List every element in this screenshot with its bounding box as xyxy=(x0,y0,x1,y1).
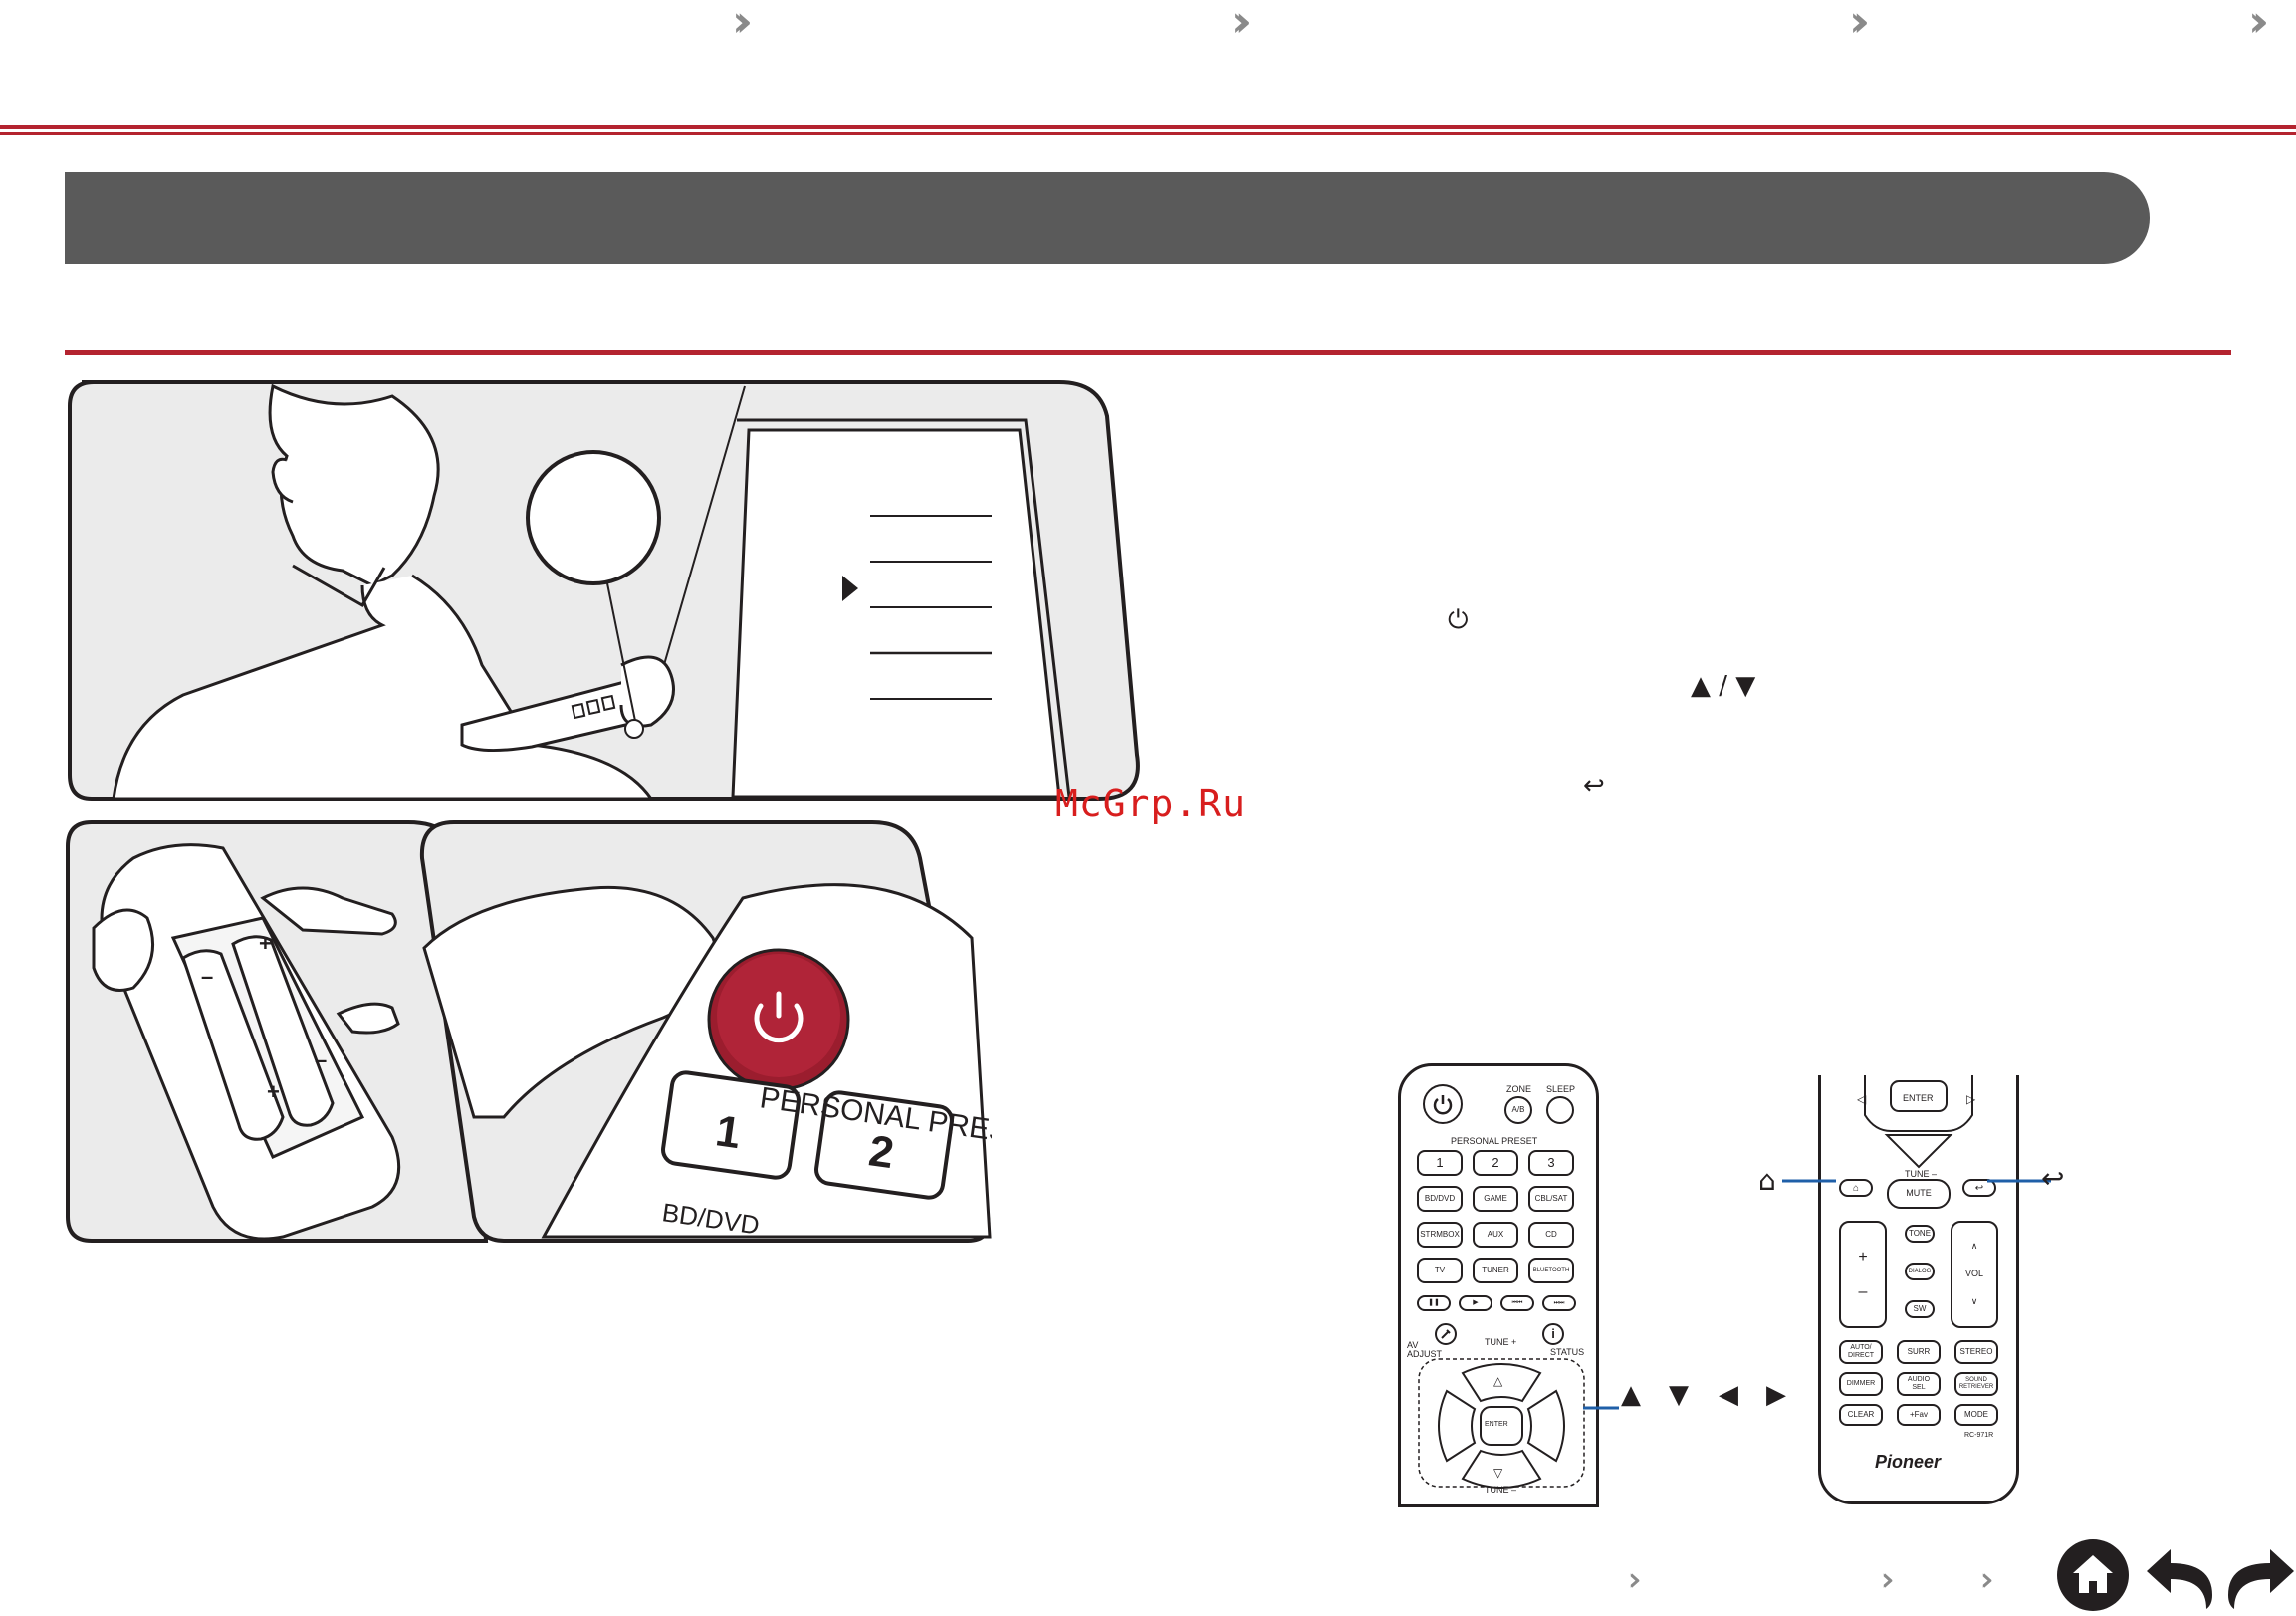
input-tuner[interactable]: TUNER xyxy=(1473,1258,1518,1283)
arrow-right-icon: ▶ xyxy=(1766,1380,1786,1410)
sw-button[interactable]: SW xyxy=(1905,1300,1935,1318)
tune-plus-label: TUNE + xyxy=(1485,1337,1517,1347)
mode-stereo[interactable]: STEREO xyxy=(1954,1340,1998,1364)
mode-audio-sel[interactable]: AUDIO SEL xyxy=(1897,1372,1941,1396)
mode-sound-retriever[interactable]: SOUND RETRIEVER xyxy=(1954,1372,1998,1396)
battery-plus-label-2: + xyxy=(267,1079,280,1104)
svg-text:△: △ xyxy=(1493,1374,1503,1388)
input-aux[interactable]: AUX xyxy=(1473,1222,1518,1248)
status-button[interactable]: i xyxy=(1542,1323,1564,1345)
illustration-person-tv xyxy=(68,380,1140,801)
nav-chevron-icon[interactable]: ›› xyxy=(1231,0,1253,47)
right-remote-dpad-partial[interactable]: ◁ ▷ xyxy=(1835,1075,2002,1171)
arrow-left-icon: ◀ xyxy=(1719,1380,1738,1410)
av-adjust-label: AV ADJUST xyxy=(1407,1340,1443,1359)
callout-lines xyxy=(1782,1179,2051,1183)
watermark: McGrp.Ru xyxy=(1055,782,1247,825)
right-enter-label: ENTER xyxy=(1903,1093,1934,1103)
mute-button[interactable]: MUTE xyxy=(1887,1179,1951,1209)
nav-chevron-icon[interactable]: ›› xyxy=(732,0,754,47)
preset-1-button[interactable]: 1 xyxy=(1417,1150,1463,1176)
header-rule xyxy=(0,125,2296,135)
power-button[interactable] xyxy=(1423,1084,1463,1124)
arrow-down-icon: ▼ xyxy=(1669,1380,1689,1410)
up-down-arrows-icon: ▲ / ▼ xyxy=(1691,671,1756,701)
vol-down-icon: ∨ xyxy=(1970,1295,1978,1306)
section-title-bar xyxy=(65,172,2150,264)
status-label: STATUS xyxy=(1550,1347,1585,1357)
input-strmbox[interactable]: STRMBOX xyxy=(1417,1222,1463,1248)
dpad[interactable]: △ ▽ xyxy=(1417,1351,1586,1501)
mode-dimmer[interactable]: DIMMER xyxy=(1839,1372,1883,1396)
pause-button[interactable]: ❚❚ xyxy=(1417,1295,1451,1311)
input-cbl-sat[interactable]: CBL/SAT xyxy=(1528,1186,1574,1212)
tune-minus-label: TUNE – xyxy=(1485,1485,1517,1495)
mode-clear[interactable]: CLEAR xyxy=(1839,1404,1883,1426)
preset-2-button[interactable]: 2 xyxy=(1473,1150,1518,1176)
battery-minus-label: – xyxy=(201,964,213,989)
vol-label: VOL xyxy=(1964,1269,1983,1279)
home-icon: ⌂ xyxy=(1758,1164,1776,1197)
brand-logo: Pioneer xyxy=(1875,1452,1942,1472)
input-tv[interactable]: TV xyxy=(1417,1258,1463,1283)
sleep-button[interactable] xyxy=(1546,1096,1574,1124)
volume-rocker[interactable]: ∧ VOL ∨ xyxy=(1951,1221,1998,1328)
home-icon xyxy=(2073,1555,2113,1593)
input-bluetooth[interactable]: BLUETOOTH xyxy=(1528,1258,1574,1283)
remote-left: ZONE A/B SLEEP PERSONAL PRESET 1 2 3 BD/… xyxy=(1398,1063,1599,1507)
redo-icon[interactable] xyxy=(2220,1539,2296,1611)
svg-text:▽: ▽ xyxy=(1493,1466,1503,1480)
svg-text:▷: ▷ xyxy=(1966,1092,1976,1106)
undo-icon[interactable] xyxy=(2141,1539,2220,1611)
subsection-rule xyxy=(65,350,2231,355)
remote-right: ◁ ▷ ENTER TUNE – ⌂ MUTE ↩ +– TONE DIALOG… xyxy=(1818,1075,2019,1504)
nav-chevron-icon[interactable]: ›› xyxy=(1849,0,1871,47)
dialog-button[interactable]: DIALOG xyxy=(1905,1263,1935,1280)
dpad-enter-label: ENTER xyxy=(1485,1421,1508,1428)
svg-text:◁: ◁ xyxy=(1857,1092,1867,1106)
mode-fav[interactable]: +Fav xyxy=(1897,1404,1941,1426)
mode-mode[interactable]: MODE xyxy=(1954,1404,1998,1426)
prev-button[interactable]: ⏮⏮ xyxy=(1500,1295,1534,1311)
preset-3-button[interactable]: 3 xyxy=(1528,1150,1574,1176)
mode-auto-direct[interactable]: AUTO/ DIRECT xyxy=(1839,1340,1883,1364)
sleep-label: SLEEP xyxy=(1546,1084,1576,1094)
battery-minus-label-2: – xyxy=(315,1047,327,1072)
power-icon: ⏻ xyxy=(1448,605,1469,635)
callout-line-dpad xyxy=(1583,1406,1619,1410)
illustration-power-button: 1 2 PERSONAL PRES BD/DVD xyxy=(419,820,992,1243)
mode-surr[interactable]: SURR xyxy=(1897,1340,1941,1364)
zone-ab-button[interactable]: A/B xyxy=(1504,1096,1532,1124)
return-button[interactable]: ↩ xyxy=(1962,1179,1996,1197)
back-arrow-icon: ↩ xyxy=(2041,1162,2065,1195)
zone-label: ZONE xyxy=(1506,1084,1532,1094)
play-button[interactable]: ▶ xyxy=(1459,1295,1492,1311)
nav-chevron-icon[interactable]: ›› xyxy=(2248,0,2270,47)
level-minus-plus[interactable]: +– xyxy=(1839,1221,1887,1328)
vol-up-icon: ∧ xyxy=(1970,1241,1978,1252)
right-tune-minus-label: TUNE – xyxy=(1905,1169,1938,1179)
av-adjust-button[interactable] xyxy=(1435,1323,1457,1345)
back-icon: ↩ xyxy=(1583,771,1605,801)
arrow-up-icon: ▲ xyxy=(1621,1380,1641,1410)
battery-plus-label: + xyxy=(259,931,272,956)
next-button[interactable]: ⏭⏭ xyxy=(1542,1295,1576,1311)
model-label: RC-971R xyxy=(1964,1432,1994,1439)
input-game[interactable]: GAME xyxy=(1473,1186,1518,1212)
input-cd[interactable]: CD xyxy=(1528,1222,1574,1248)
home-nav-button[interactable] xyxy=(2057,1539,2129,1611)
tone-button[interactable]: TONE xyxy=(1905,1225,1935,1243)
personal-preset-label: PERSONAL PRESET xyxy=(1451,1136,1538,1146)
input-bd-dvd[interactable]: BD/DVD xyxy=(1417,1186,1463,1212)
home-button[interactable]: ⌂ xyxy=(1839,1179,1873,1197)
